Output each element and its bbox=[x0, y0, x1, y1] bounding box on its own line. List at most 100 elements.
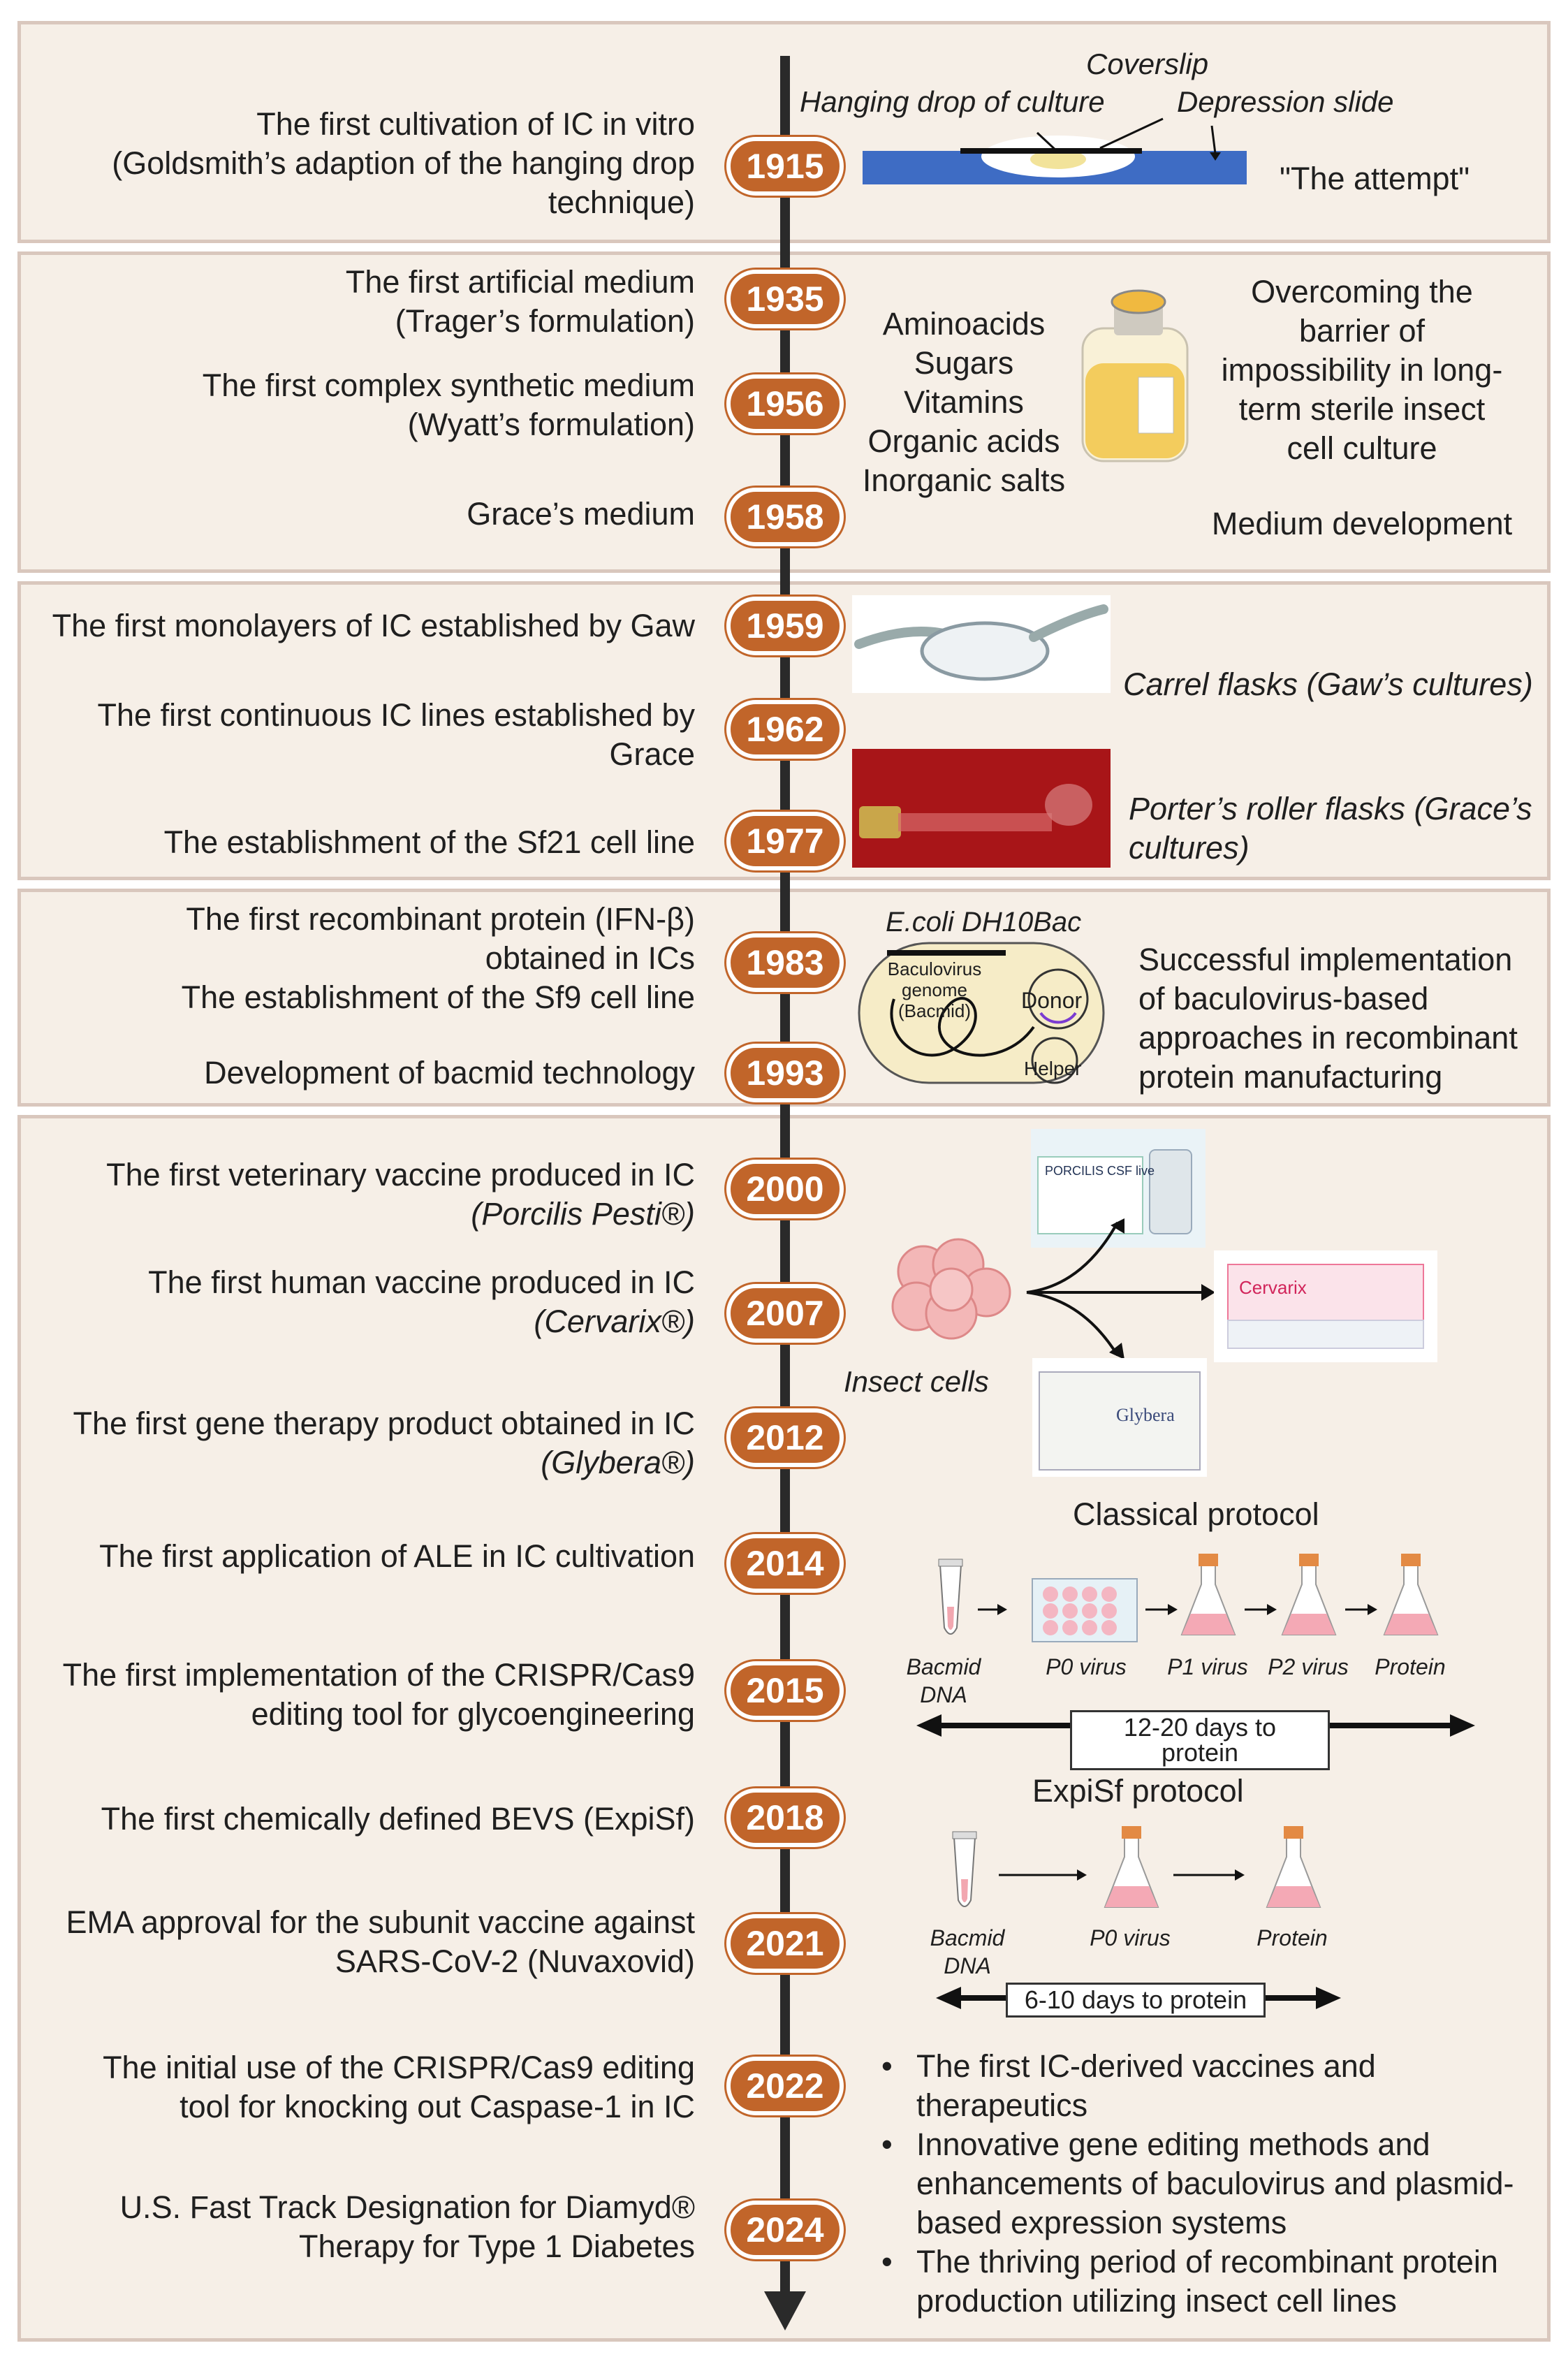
event-2012: The first gene therapy product obtained … bbox=[0, 1404, 695, 1482]
year-label: 2012 bbox=[746, 1418, 824, 1457]
year-label: 2015 bbox=[746, 1671, 824, 1710]
cervarix-label: Cervarix bbox=[1239, 1277, 1307, 1298]
attempt-label: "The attempt" bbox=[1280, 161, 1470, 196]
bullet-item: • Innovative gene editing methods and en… bbox=[881, 2125, 1545, 2242]
depression-slide-label: Depression slide bbox=[1177, 85, 1394, 118]
text-line: cultures) bbox=[1129, 830, 1250, 866]
event-line: The establishment of the Sf9 cell line bbox=[181, 979, 695, 1015]
product-arrows bbox=[1026, 1218, 1215, 1359]
event-1935: The first artificial medium (Trager’s fo… bbox=[0, 263, 695, 341]
year-badge: 1993 bbox=[726, 1044, 844, 1102]
classical-protocol-title: Classical protocol bbox=[1073, 1496, 1319, 1532]
text-line: protein manufacturing bbox=[1138, 1059, 1443, 1095]
year-label: 1958 bbox=[746, 497, 824, 537]
component: Vitamins bbox=[904, 384, 1024, 420]
event-2018: The first chemically defined BEVS (ExpiS… bbox=[0, 1800, 695, 1839]
year-label: 2007 bbox=[746, 1294, 824, 1333]
year-label: 2018 bbox=[746, 1798, 824, 1837]
expisf-step-protein: Protein bbox=[1256, 1925, 1328, 1950]
event-1983: The first recombinant protein (IFN-β) ob… bbox=[0, 900, 695, 1017]
coverslip-label: Coverslip bbox=[1086, 48, 1209, 80]
component: Aminoacids bbox=[882, 306, 1046, 342]
year-badge: 1958 bbox=[726, 488, 844, 546]
event-line: The first continuous IC lines establishe… bbox=[97, 697, 695, 733]
culture-bottle-icon bbox=[1081, 289, 1189, 462]
event-1977: The establishment of the Sf21 cell line bbox=[0, 823, 695, 862]
component: Organic acids bbox=[867, 423, 1060, 459]
text-line: production utilizing insect cell lines bbox=[916, 2283, 1397, 2319]
year-badge: 2021 bbox=[726, 1914, 844, 1973]
year-label: 2024 bbox=[746, 2210, 824, 2249]
year-badge: 2022 bbox=[726, 2057, 844, 2115]
year-label: 2021 bbox=[746, 1924, 824, 1963]
year-label: 1993 bbox=[746, 1053, 824, 1093]
timeline-arrowhead bbox=[764, 2291, 806, 2330]
porcilis-label: PORCILIS CSF live bbox=[1045, 1164, 1155, 1178]
year-badge: 2024 bbox=[726, 2201, 844, 2259]
year-badge: 2015 bbox=[726, 1661, 844, 1720]
year-label: 1956 bbox=[746, 384, 824, 423]
bullet-item: • The first IC-derived vaccines and ther… bbox=[881, 2047, 1545, 2125]
hanging-drop-label: Hanging drop of culture bbox=[800, 85, 1105, 118]
event-line: (Wyatt’s formulation) bbox=[407, 407, 695, 442]
porcilis-product-photo: PORCILIS CSF live bbox=[1031, 1129, 1206, 1248]
year-badge: 1956 bbox=[726, 374, 844, 433]
event-line: (Glybera®) bbox=[541, 1445, 695, 1480]
event-2000: The first veterinary vaccine produced in… bbox=[0, 1155, 695, 1234]
event-line: The first human vaccine produced in IC bbox=[148, 1264, 695, 1300]
year-badge: 1983 bbox=[726, 933, 844, 992]
medium-components: Aminoacids Sugars Vitamins Organic acids… bbox=[845, 305, 1083, 500]
text-line: enhancements of baculovirus and plasmid- bbox=[916, 2166, 1514, 2201]
component: Sugars bbox=[914, 345, 1014, 381]
year-badge: 1959 bbox=[726, 597, 844, 655]
text-line: Overcoming the bbox=[1251, 274, 1473, 309]
event-line: The first implementation of the CRISPR/C… bbox=[62, 1657, 695, 1693]
text-line: The first IC-derived vaccines and bbox=[916, 2048, 1376, 2084]
event-2022: The initial use of the CRISPR/Cas9 editi… bbox=[0, 2048, 695, 2126]
event-2024: U.S. Fast Track Designation for Diamyd® … bbox=[0, 2188, 695, 2266]
event-line: The first cultivation of IC in vitro bbox=[256, 106, 695, 142]
event-1915: The first cultivation of IC in vitro (Go… bbox=[0, 105, 695, 222]
year-badge: 2000 bbox=[726, 1160, 844, 1218]
text-line: Porter’s roller flasks (Grace’s bbox=[1129, 791, 1532, 826]
text-line: approaches in recombinant bbox=[1138, 1020, 1518, 1056]
event-1962: The first continuous IC lines establishe… bbox=[0, 696, 695, 774]
event-2014: The first application of ALE in IC culti… bbox=[0, 1537, 695, 1576]
classical-step-protein: Protein bbox=[1375, 1654, 1446, 1679]
modern-era-bullets: • The first IC-derived vaccines and ther… bbox=[881, 2047, 1545, 2321]
insect-cells-label: Insect cells bbox=[844, 1365, 989, 1398]
overcoming-barrier-text: Overcoming the barrier of impossibility … bbox=[1208, 272, 1516, 468]
event-line: Grace bbox=[609, 736, 695, 772]
event-line: U.S. Fast Track Designation for Diamyd® bbox=[119, 2189, 695, 2225]
text-line: impossibility in long- bbox=[1221, 352, 1503, 388]
porter-flasks-caption: Porter’s roller flasks (Grace’s cultures… bbox=[1129, 789, 1532, 868]
event-line: Development of bacmid technology bbox=[204, 1055, 695, 1090]
text-line: The thriving period of recombinant prote… bbox=[916, 2244, 1498, 2279]
year-label: 1915 bbox=[746, 147, 824, 186]
year-label: 1983 bbox=[746, 943, 824, 982]
expisf-duration-label: 6-10 days to protein bbox=[1006, 1983, 1266, 2018]
event-line: technique) bbox=[548, 184, 695, 220]
event-1956: The first complex synthetic medium (Wyat… bbox=[0, 366, 695, 444]
year-label: 2000 bbox=[746, 1169, 824, 1209]
classical-duration-label: 12-20 days to protein bbox=[1070, 1710, 1330, 1770]
classical-step-p2: P2 virus bbox=[1268, 1654, 1349, 1679]
event-line: Grace’s medium bbox=[467, 496, 695, 532]
text-line: Innovative gene editing methods and bbox=[916, 2126, 1430, 2162]
expisf-protocol-diagram bbox=[952, 1826, 1321, 1908]
carrel-flask-photo bbox=[852, 595, 1111, 693]
event-1993: Development of bacmid technology bbox=[0, 1053, 695, 1093]
text-line: barrier of bbox=[1298, 313, 1426, 349]
event-line: The first monolayers of IC established b… bbox=[52, 608, 695, 643]
baculovirus-success-text: Successful implementation of baculovirus… bbox=[1138, 940, 1551, 1097]
text-line: Successful implementation bbox=[1138, 942, 1513, 977]
event-line: SARS-CoV-2 (Nuvaxovid) bbox=[335, 1943, 695, 1979]
text-line: therapeutics bbox=[916, 2087, 1088, 2123]
event-line: (Porcilis Pesti®) bbox=[471, 1196, 695, 1232]
classical-step-p0: P0 virus bbox=[1046, 1654, 1127, 1679]
bullet-dot: • bbox=[881, 2048, 893, 2084]
carrel-flasks-caption: Carrel flasks (Gaw’s cultures) bbox=[1123, 666, 1533, 702]
glybera-product-photo: Glybera bbox=[1032, 1358, 1207, 1477]
event-line: The first gene therapy product obtained … bbox=[73, 1406, 695, 1441]
event-line: The first recombinant protein (IFN-β) bbox=[186, 901, 695, 937]
